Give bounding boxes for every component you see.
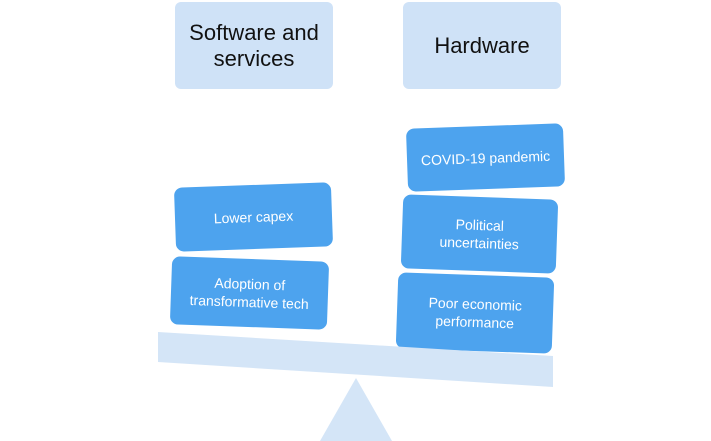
header-hardware: Hardware (403, 2, 561, 89)
header-right-label: Hardware (434, 32, 530, 58)
header-software-and-services: Software and services (175, 2, 333, 89)
header-left-label: Software and services (189, 19, 319, 71)
scale-plank-shape (158, 332, 553, 387)
scale-fulcrum (320, 378, 392, 441)
